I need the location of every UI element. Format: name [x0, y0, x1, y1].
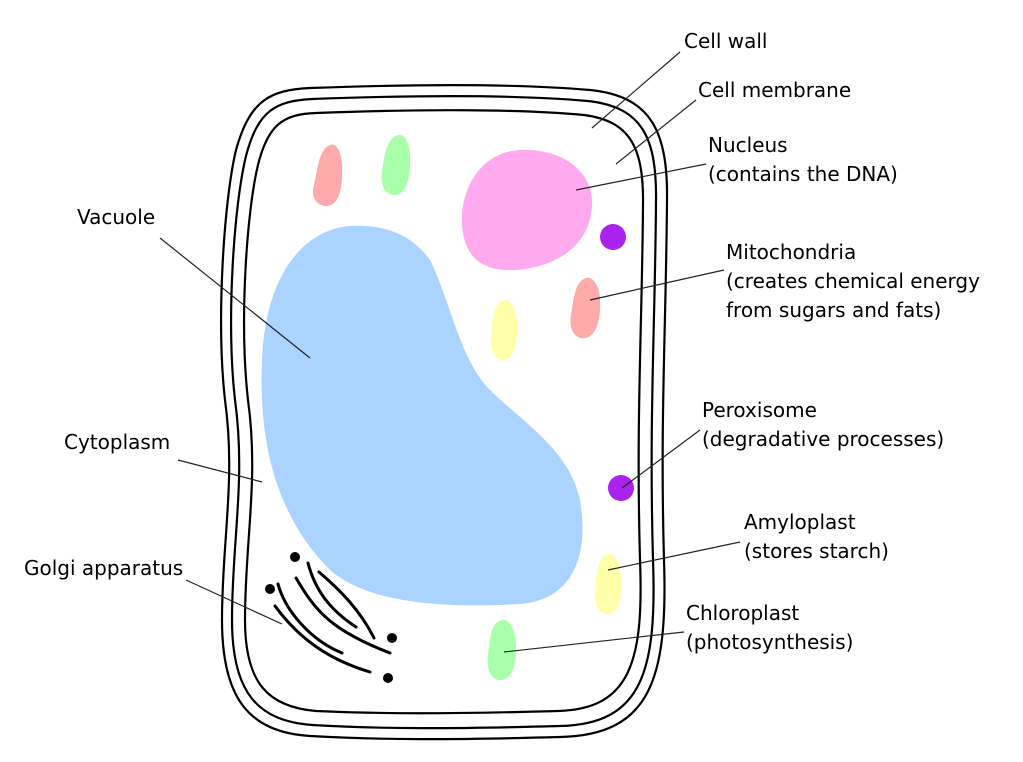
label-chloroplast: Chloroplast: [686, 601, 799, 625]
amyloplast: [490, 299, 518, 361]
chloroplast: [487, 619, 517, 681]
label-mitochondria: Mitochondria: [726, 240, 856, 264]
chloroplast: [381, 134, 411, 196]
label-peroxisome-desc: (degradative processes): [702, 427, 944, 451]
label-mitochondria-desc2: from sugars and fats): [726, 298, 941, 322]
label-nucleus: Nucleus: [708, 133, 788, 157]
peroxisome: [600, 224, 626, 250]
mitochondrion: [570, 277, 601, 339]
leader-lines: [159, 51, 741, 653]
label-mitochondria-desc1: (creates chemical energy: [726, 269, 980, 293]
amyloplast: [594, 553, 622, 615]
label-amyloplast-desc: (stores starch): [744, 539, 889, 563]
peroxisome: [608, 475, 634, 501]
vacuole: [261, 225, 583, 606]
label-amyloplast: Amyloplast: [744, 510, 856, 534]
label-vacuole: Vacuole: [77, 205, 155, 229]
mitochondrion: [312, 144, 343, 207]
label-chloroplast-desc: (photosynthesis): [686, 630, 853, 654]
nucleus: [461, 149, 593, 271]
label-cytoplasm: Cytoplasm: [64, 430, 170, 454]
label-cell-wall: Cell wall: [684, 29, 767, 53]
cell-membrane: [243, 109, 645, 715]
label-cell-membrane: Cell membrane: [698, 78, 851, 102]
golgi-apparatus: [265, 552, 397, 683]
label-golgi: Golgi apparatus: [24, 556, 183, 580]
label-nucleus-desc: (contains the DNA): [708, 162, 898, 186]
label-peroxisome: Peroxisome: [702, 398, 817, 422]
cell-wall-outer: [220, 84, 669, 741]
cell-wall-inner: [230, 95, 658, 730]
